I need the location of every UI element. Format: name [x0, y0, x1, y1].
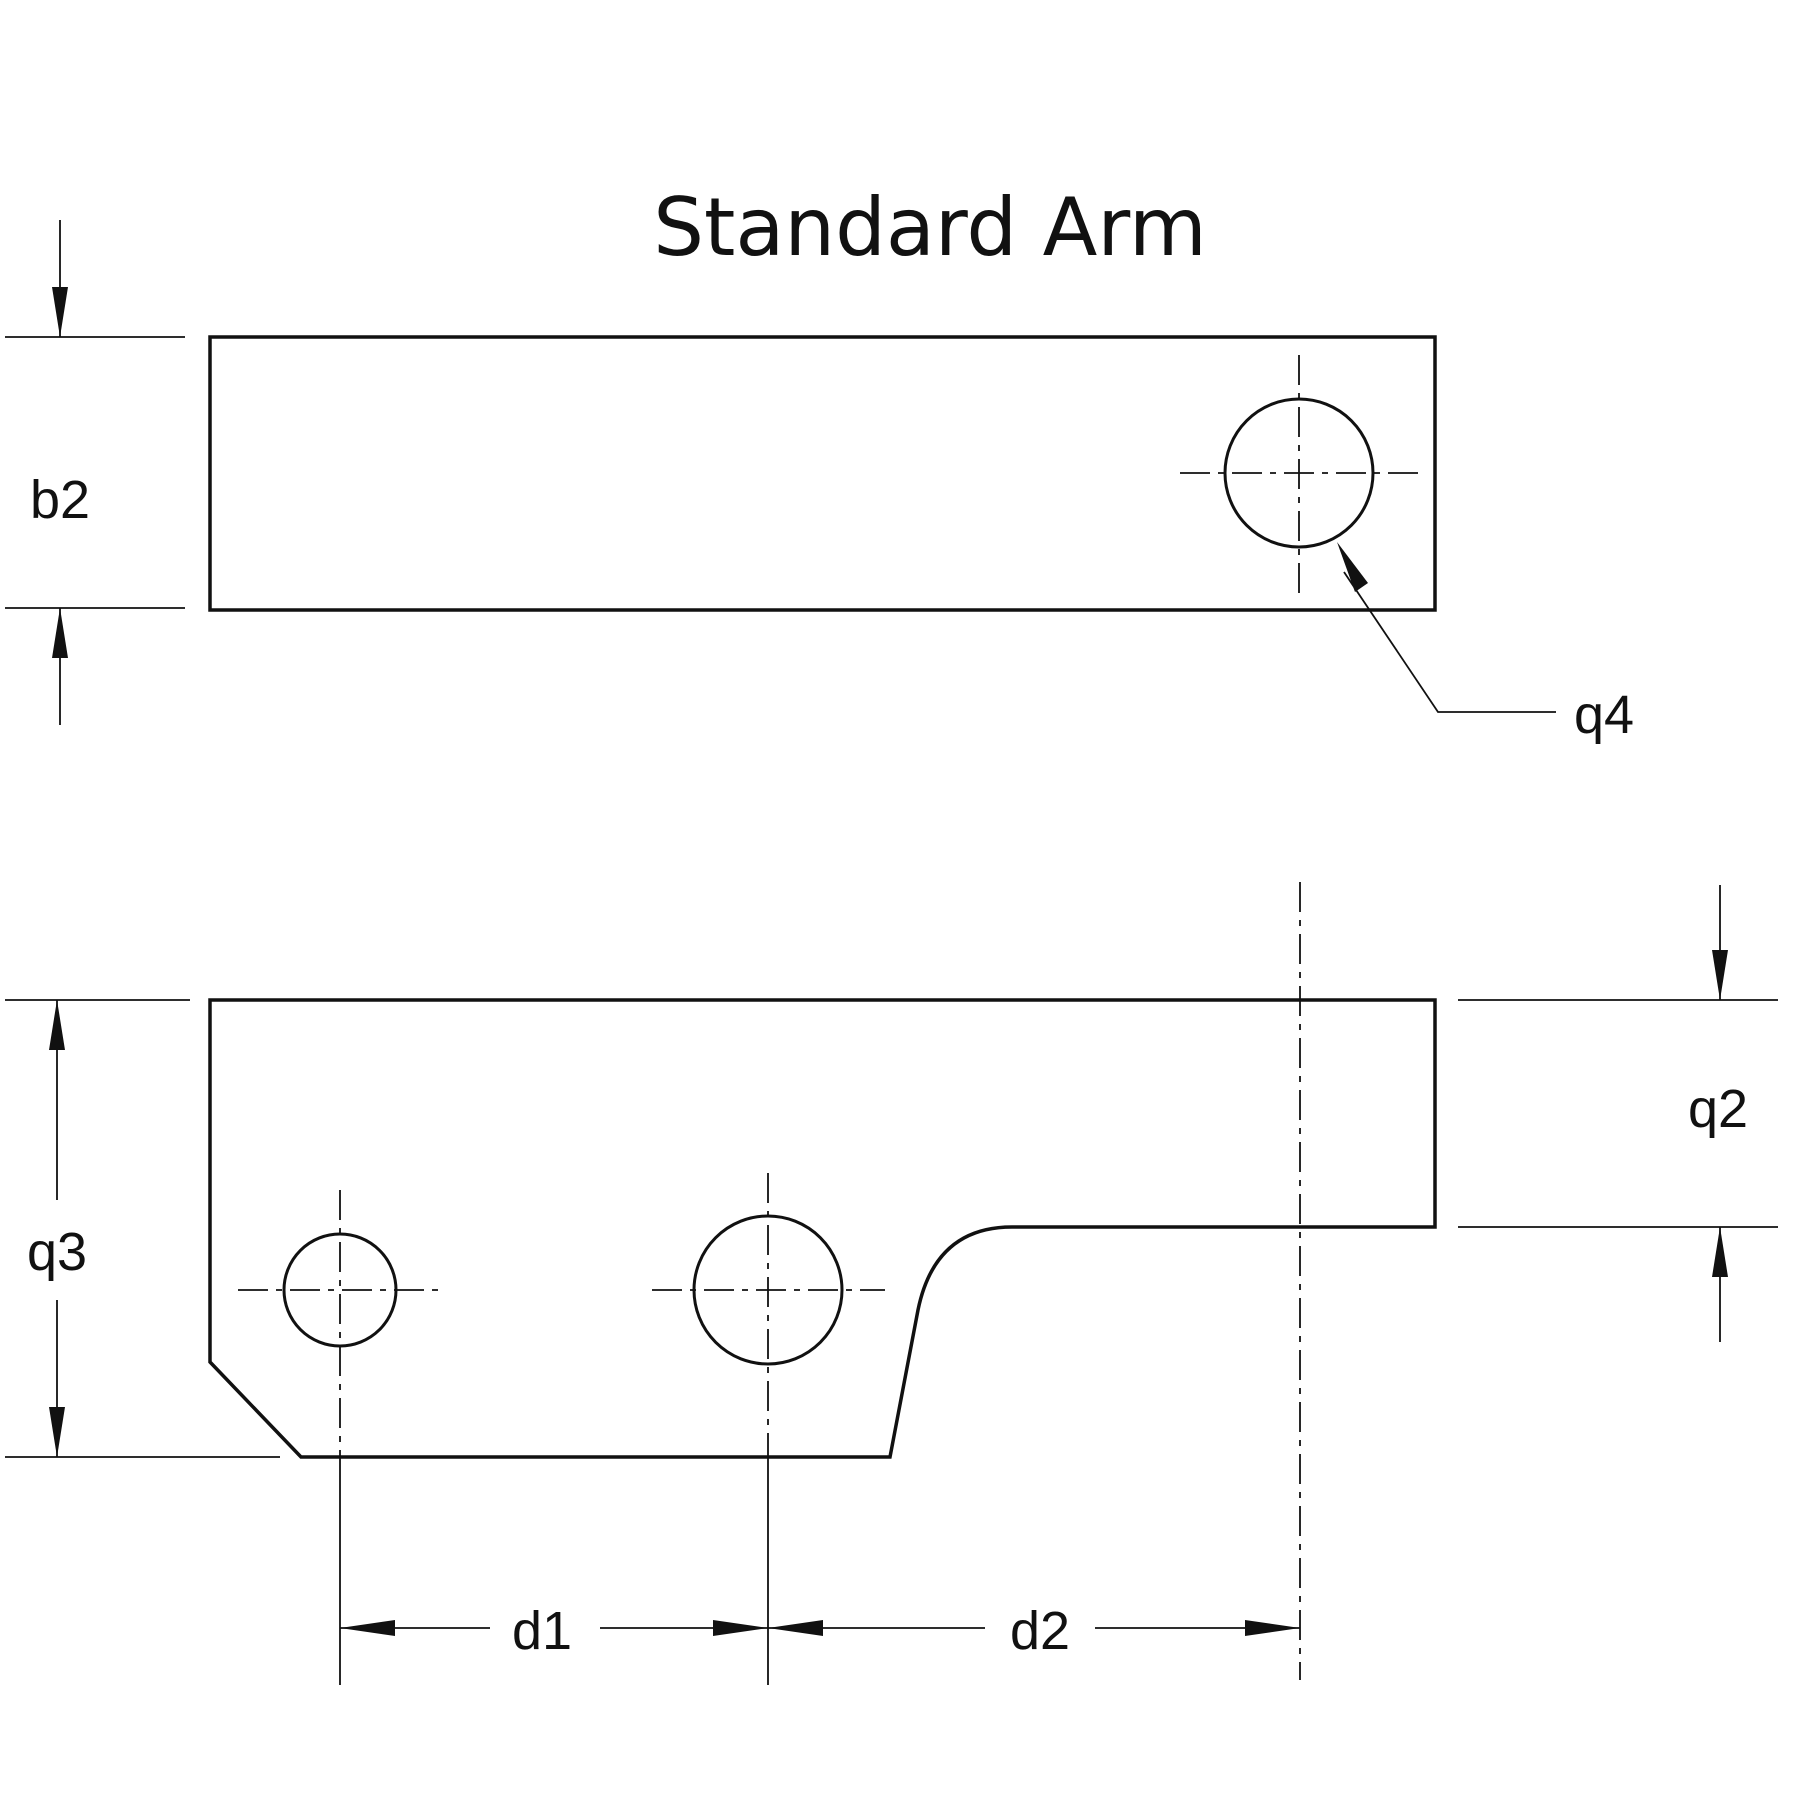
d2-arrow-right: [1245, 1620, 1300, 1636]
dimension-q4: q4: [1337, 542, 1634, 745]
q3-arrow-bottom: [49, 1407, 65, 1457]
q4-leader-arrow: [1337, 542, 1368, 592]
b2-label: b2: [30, 470, 90, 530]
q2-arrow-top: [1712, 950, 1728, 1000]
small-hole-centerlines: [238, 1190, 442, 1457]
q2-arrow-bottom: [1712, 1227, 1728, 1277]
dimension-q2: q2: [1458, 885, 1778, 1342]
dimension-d1: d1: [339, 1457, 769, 1685]
large-hole-centerlines: [652, 1173, 885, 1457]
side-view-outline: [208, 998, 1437, 1459]
side-view: q2 q3 d1 d2: [5, 882, 1778, 1685]
q3-arrow-top: [49, 1000, 65, 1050]
d1-arrow-left: [340, 1620, 395, 1636]
b2-arrow-bottom: [52, 608, 68, 658]
d2-label: d2: [1010, 1601, 1070, 1661]
q3-label: q3: [27, 1222, 87, 1282]
b2-arrow-top: [52, 287, 68, 337]
dimension-q3: q3: [5, 999, 280, 1458]
drawing-title: Standard Arm: [653, 181, 1207, 274]
dimension-b2: b2: [5, 220, 185, 725]
d2-arrow-left: [768, 1620, 823, 1636]
d1-label: d1: [512, 1601, 572, 1661]
dimension-d2: d2: [768, 1601, 1300, 1661]
d1-arrow-right: [713, 1620, 768, 1636]
top-view-hole-centerlines: [1180, 355, 1420, 598]
q4-label: q4: [1574, 685, 1634, 745]
q2-label: q2: [1688, 1079, 1748, 1139]
top-view: b2 q4: [5, 220, 1634, 745]
top-view-outline: [208, 335, 1437, 612]
